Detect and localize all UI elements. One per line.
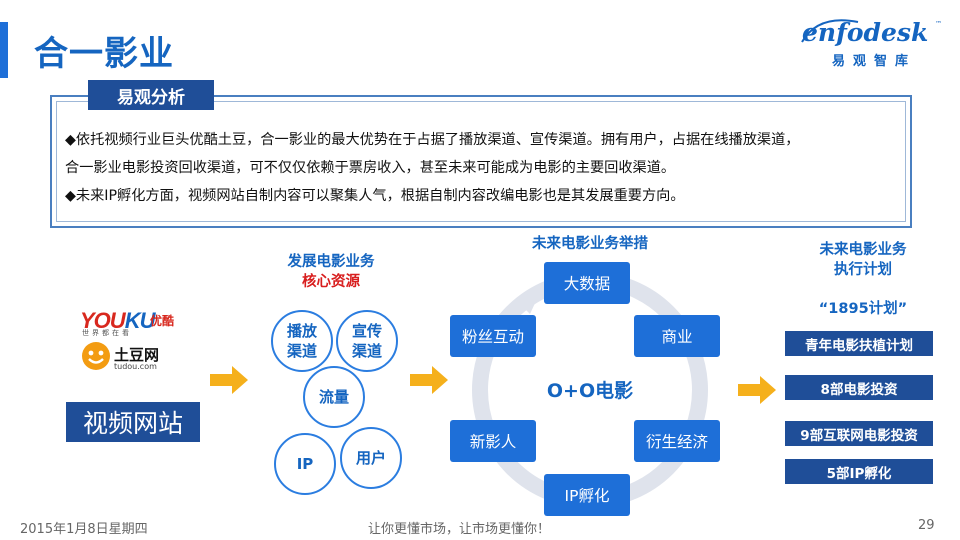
plan-box-youth-film: 青年电影扶植计划 xyxy=(785,331,933,356)
resource-label: 流量 xyxy=(318,388,349,406)
plan-box-internet-film: 9部互联网电影投资 xyxy=(785,421,933,446)
resource-label: 播放 渠道 xyxy=(286,322,317,360)
plans-heading: 未来电影业务 xyxy=(819,242,907,258)
resource-circle-users: 用户 xyxy=(340,427,402,489)
resources-heading: 发展电影业务 xyxy=(287,254,375,270)
measures-heading: 未来电影业务举措 xyxy=(532,236,648,252)
footer-date: 2015年1月8日星期四 xyxy=(20,522,148,537)
logo-swoosh-icon xyxy=(801,19,859,43)
youku-logo-you: YOU xyxy=(80,308,126,333)
analysis-line-2: 合一影业电影投资回收渠道，可不仅仅依赖于票房收入，甚至未来可能成为电影的主要回收… xyxy=(65,160,676,176)
logo-wordmark: enfodesk xyxy=(802,18,929,47)
arrow-right-icon xyxy=(410,366,448,394)
youku-slogan: 世界都在看 xyxy=(82,329,132,337)
arrow-right-icon xyxy=(210,366,248,394)
resource-circle-playback: 播放 渠道 xyxy=(271,310,333,372)
measure-box-big-data: 大数据 xyxy=(544,262,630,304)
title-accent-bar xyxy=(0,22,8,78)
ring-arrow-head-icon xyxy=(516,288,542,314)
measure-box-new-talent: 新影人 xyxy=(450,420,536,462)
arrow-right-icon xyxy=(738,376,776,404)
plan-name: “1895计划” xyxy=(818,301,908,317)
tudou-chinese-name: 土豆网 xyxy=(114,346,160,364)
analysis-line-1: ◆依托视频行业巨头优酷土豆，合一影业的最大优势在于占据了播放渠道、宣传渠道。拥有… xyxy=(65,132,800,148)
resource-circle-ip: IP xyxy=(274,433,336,495)
footer-page-number: 29 xyxy=(918,518,935,533)
resource-circle-promotion: 宣传 渠道 xyxy=(336,310,398,372)
logo-chinese-name: 易观智库 xyxy=(832,54,917,69)
measure-box-fan-interaction: 粉丝互动 xyxy=(450,315,536,357)
footer-slogan: 让你更懂市场，让市场更懂你！ xyxy=(368,522,551,537)
page-title: 合一影业 xyxy=(34,34,174,74)
tudou-smile-icon xyxy=(88,350,104,364)
resource-label: IP xyxy=(296,455,314,473)
youku-logo-ku: KU xyxy=(124,308,156,333)
plans-subheading: 执行计划 xyxy=(834,262,892,278)
video-site-box: 视频网站 xyxy=(66,402,200,442)
resource-circle-traffic: 流量 xyxy=(303,366,365,428)
youku-chinese-name: 优酷 xyxy=(150,314,175,328)
measure-box-derivative-economy: 衍生经济 xyxy=(634,420,720,462)
measures-center-label: O+O电影 xyxy=(546,380,634,402)
logo-trademark: ™ xyxy=(935,20,942,28)
youku-logo: YOUKU xyxy=(80,308,156,334)
measure-box-commerce: 商业 xyxy=(634,315,720,357)
resources-subheading: 核心资源 xyxy=(302,274,360,290)
tudou-face-icon xyxy=(82,342,110,370)
plan-box-ip-incubation: 5部IP孵化 xyxy=(785,459,933,484)
analysis-line-3: ◆未来IP孵化方面，视频网站自制内容可以聚集人气，根据自制内容改编电影也是其发展… xyxy=(65,188,685,204)
tudou-url: tudou.com xyxy=(114,362,157,371)
analysis-tag: 易观分析 xyxy=(88,80,214,110)
resource-label: 宣传 渠道 xyxy=(351,322,382,360)
analysis-panel: ◆依托视频行业巨头优酷土豆，合一影业的最大优势在于占据了播放渠道、宣传渠道。拥有… xyxy=(50,95,912,228)
resource-label: 用户 xyxy=(355,449,386,467)
plan-box-film-investment: 8部电影投资 xyxy=(785,375,933,400)
measure-box-ip-incubation: IP孵化 xyxy=(544,474,630,516)
enfodesk-logo: enfodesk ™ 易观智库 xyxy=(798,12,948,74)
analysis-panel-inner-border: ◆依托视频行业巨头优酷土豆，合一影业的最大优势在于占据了播放渠道、宣传渠道。拥有… xyxy=(56,101,906,222)
